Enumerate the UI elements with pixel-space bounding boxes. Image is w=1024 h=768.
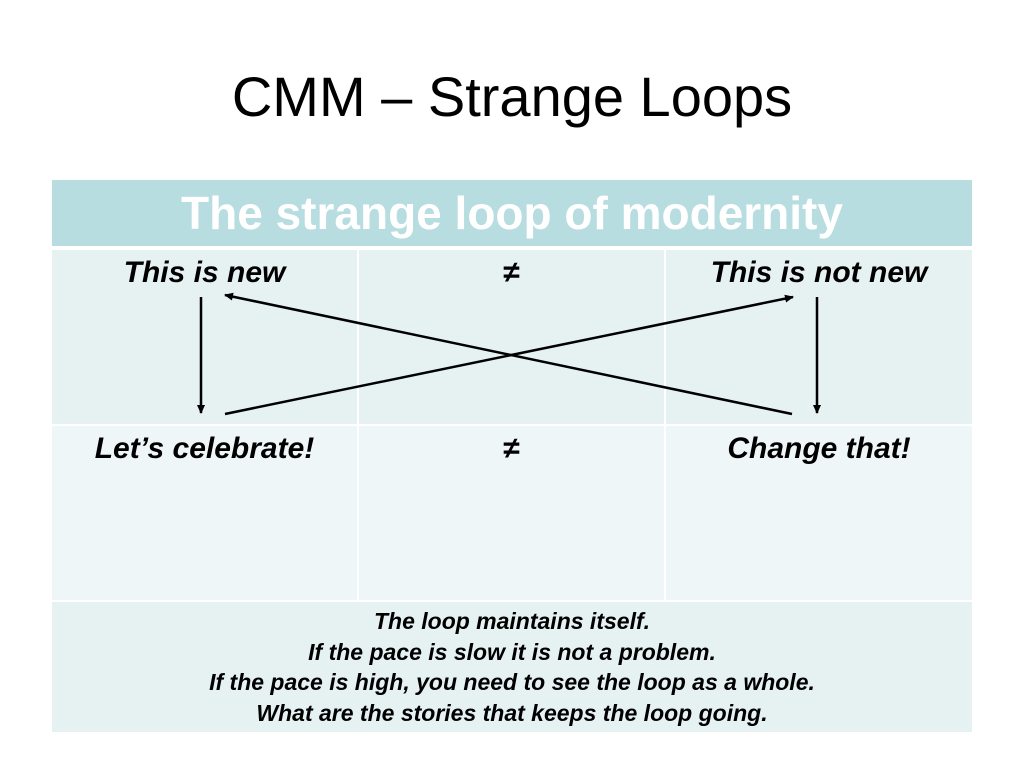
slide-title: CMM – Strange Loops — [231, 65, 793, 128]
note-line: If the pace is slow it is not a problem. — [308, 638, 716, 665]
table-header: The strange loop of modernity — [52, 180, 972, 248]
cell-this-is-new: This is new — [52, 250, 359, 424]
table-row-reactions: Let’s celebrate! ≠ Change that! — [52, 426, 972, 600]
table-row-statements: This is new ≠ This is not new — [52, 250, 972, 424]
row-divider — [52, 424, 972, 426]
note-line: The loop maintains itself. — [373, 608, 651, 634]
cell-this-is-not-new: This is not new — [710, 256, 928, 289]
cell-change-that: Change that! — [727, 432, 911, 465]
table-row-notes: The loop maintains itself. If the pace i… — [52, 602, 972, 732]
cell-not-equal-1: ≠ — [359, 250, 666, 424]
cell-lets-celebrate: Let’s celebrate! — [52, 426, 359, 600]
cell-not-equal-2: ≠ — [359, 426, 666, 600]
row-divider — [52, 600, 972, 602]
note-line: If the pace is high, you need to see the… — [209, 669, 815, 695]
note-line: What are the stories that keeps the loop… — [256, 699, 768, 726]
loop-table: The strange loop of modernity This is ne… — [52, 180, 972, 732]
